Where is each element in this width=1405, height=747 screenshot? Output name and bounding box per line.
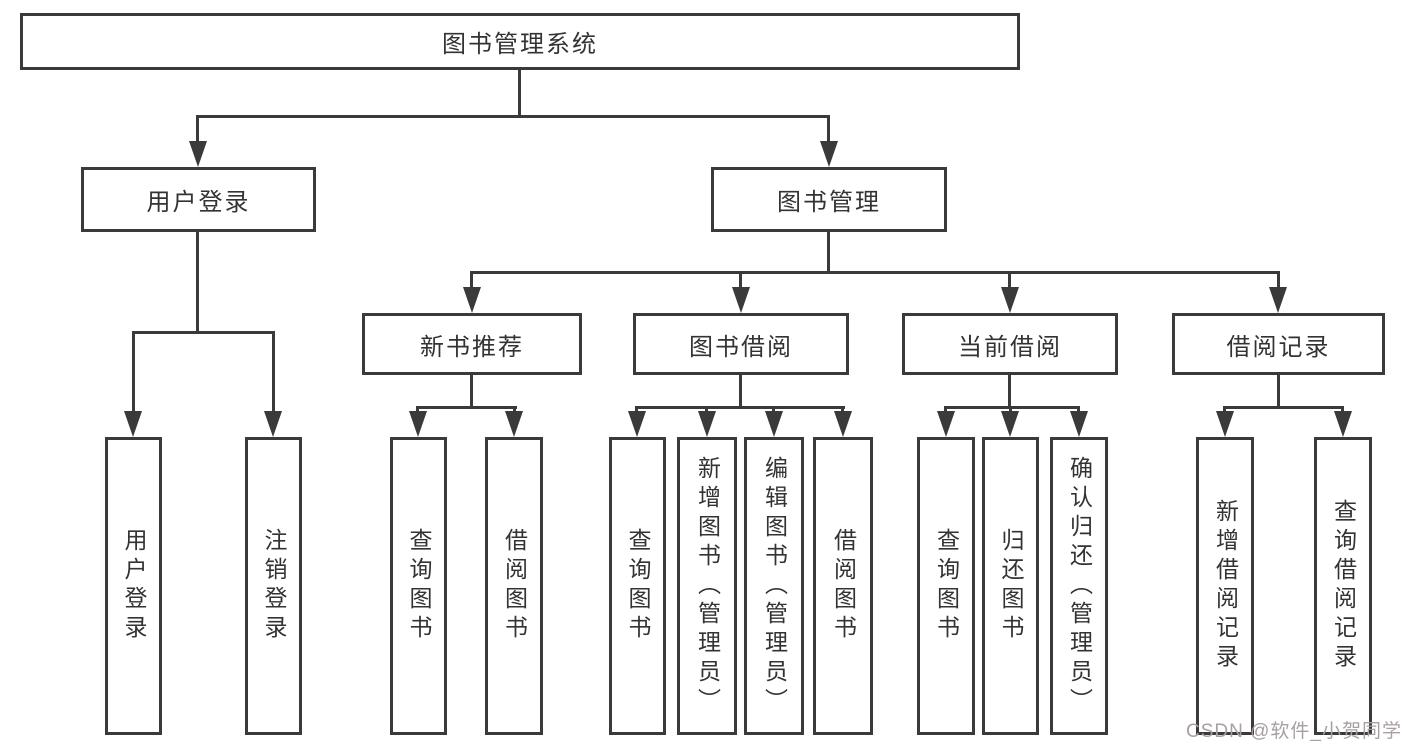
arrow-icon <box>189 141 207 167</box>
arrow-icon <box>1001 411 1019 437</box>
arrow-icon <box>698 411 716 437</box>
node-user-login: 用户登录 <box>81 167 316 232</box>
arrow-icon <box>264 411 282 437</box>
leaf-query-book-recommend: 查询图书 <box>390 437 447 735</box>
leaf-edit-book-admin: 编辑图书（管理员） <box>744 437 804 735</box>
arrow-icon <box>1334 411 1352 437</box>
leaf-label: 查询图书 <box>625 528 651 644</box>
connector-line <box>132 331 135 414</box>
leaf-query-borrow-record: 查询借阅记录 <box>1314 437 1372 735</box>
node-book-borrowing: 图书借阅 <box>633 313 849 375</box>
node-book-management: 图书管理 <box>711 167 947 232</box>
leaf-label: 查询图书 <box>933 528 960 644</box>
arrow-icon <box>1216 411 1234 437</box>
connector-line <box>416 406 517 409</box>
node-label: 用户登录 <box>146 189 251 216</box>
connector-line <box>470 271 1280 274</box>
leaf-label: 新增借阅记录 <box>1212 499 1239 673</box>
connector-line <box>470 373 473 408</box>
connector-line <box>827 115 830 146</box>
node-label: 图书借阅 <box>689 333 793 361</box>
connector-line <box>470 271 473 293</box>
connector-line <box>635 406 845 409</box>
arrow-icon <box>937 411 955 437</box>
arrow-icon <box>505 411 523 437</box>
connector-line <box>944 406 1080 409</box>
leaf-label: 归还图书 <box>998 528 1024 644</box>
connector-line <box>739 271 742 293</box>
connector-line <box>827 231 830 273</box>
leaf-label: 注销登录 <box>261 528 287 644</box>
connector-line <box>518 69 521 117</box>
connector-line <box>1223 406 1344 409</box>
connector-line <box>196 115 830 118</box>
connector-line <box>739 373 742 408</box>
connector-line <box>196 115 199 146</box>
leaf-label: 编辑图书（管理员） <box>761 455 788 717</box>
arrow-icon <box>834 411 852 437</box>
leaf-confirm-return-admin: 确认归还（管理员） <box>1050 437 1108 735</box>
node-borrowing-records: 借阅记录 <box>1172 313 1385 375</box>
connector-line <box>272 331 275 414</box>
node-label: 图书管理 <box>777 189 881 216</box>
connector-line <box>1008 271 1011 293</box>
node-library-management-system: 图书管理系统 <box>20 13 1020 70</box>
node-label: 新书推荐 <box>420 333 524 361</box>
csdn-watermark: CSDN @软件_小贺同学 <box>1186 721 1402 742</box>
arrow-icon <box>409 411 427 437</box>
arrow-icon <box>732 287 750 313</box>
leaf-user-login: 用户登录 <box>105 437 162 735</box>
arrow-icon <box>820 141 838 167</box>
leaf-query-book-current: 查询图书 <box>917 437 975 735</box>
leaf-label: 查询图书 <box>406 528 432 644</box>
leaf-borrow-book: 借阅图书 <box>813 437 873 735</box>
leaf-logout: 注销登录 <box>245 437 302 735</box>
arrow-icon <box>463 287 481 313</box>
leaf-label: 确认归还（管理员） <box>1066 455 1093 717</box>
leaf-label: 借阅图书 <box>501 528 528 644</box>
leaf-label: 新增图书（管理员） <box>694 455 721 717</box>
leaf-borrow-book-recommend: 借阅图书 <box>485 437 543 735</box>
arrow-icon <box>124 411 142 437</box>
leaf-label: 借阅图书 <box>830 528 857 644</box>
connector-line <box>1277 373 1280 408</box>
arrow-icon <box>1269 287 1287 313</box>
node-new-book-recommendation: 新书推荐 <box>362 313 582 375</box>
leaf-label: 查询借阅记录 <box>1330 499 1357 673</box>
leaf-query-book-borrowing: 查询图书 <box>609 437 666 735</box>
node-current-borrowing: 当前借阅 <box>902 313 1118 375</box>
connector-line <box>1008 373 1011 408</box>
connector-line <box>1277 271 1280 293</box>
arrow-icon <box>1070 411 1088 437</box>
leaf-label: 用户登录 <box>121 528 147 644</box>
arrow-icon <box>765 411 783 437</box>
node-label: 当前借阅 <box>958 333 1062 361</box>
connector-line <box>196 231 199 333</box>
node-label: 图书管理系统 <box>442 31 598 58</box>
leaf-add-borrow-record: 新增借阅记录 <box>1196 437 1254 735</box>
leaf-add-book-admin: 新增图书（管理员） <box>677 437 737 735</box>
connector-line <box>132 331 275 334</box>
arrow-icon <box>1001 287 1019 313</box>
node-label: 借阅记录 <box>1226 333 1331 361</box>
arrow-icon <box>628 411 646 437</box>
leaf-return-book: 归还图书 <box>982 437 1039 735</box>
